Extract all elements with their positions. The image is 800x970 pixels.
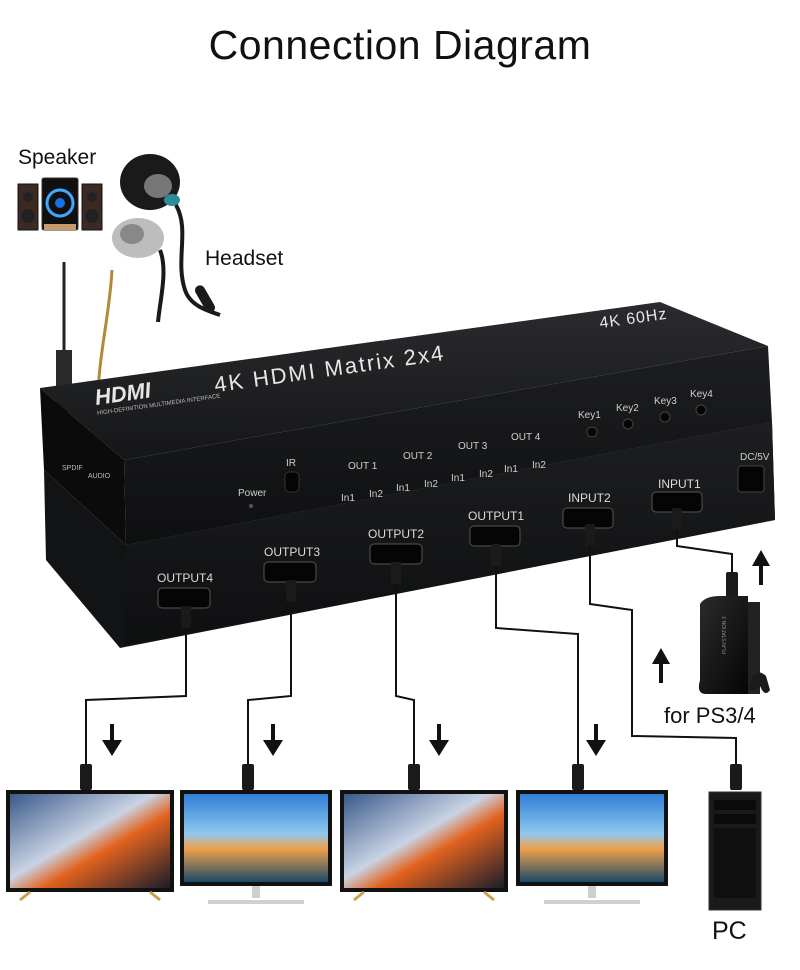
key1-button[interactable] <box>586 426 598 438</box>
arrow-down-icon <box>586 724 606 756</box>
headset-label: Headset <box>205 247 284 270</box>
key4-button[interactable] <box>695 404 707 416</box>
port-output3[interactable] <box>263 561 317 583</box>
power-label: Power <box>238 488 267 499</box>
port-input1-label: INPUT1 <box>658 477 701 491</box>
key3-button[interactable] <box>659 411 671 423</box>
port-input2-label: INPUT2 <box>568 491 611 505</box>
out1-in2: In2 <box>369 489 383 500</box>
out4-in2: In2 <box>532 460 546 471</box>
port-output4-label: OUTPUT4 <box>157 571 213 585</box>
arrow-down-icon <box>429 724 449 756</box>
port-output4[interactable] <box>157 587 211 609</box>
port-output2-label: OUTPUT2 <box>368 527 424 541</box>
dc-label: DC/5V <box>740 452 770 463</box>
playstation-console-icon: PLAYSTATION 3 <box>698 596 770 694</box>
page-title: Connection Diagram <box>208 22 592 68</box>
pc-tower-icon <box>708 791 762 911</box>
port-output1-label: OUTPUT1 <box>468 509 524 523</box>
port-output1[interactable] <box>469 525 521 547</box>
key1-label: Key1 <box>578 410 601 421</box>
dc-jack <box>737 465 765 493</box>
cable-input2 <box>589 532 737 766</box>
audio-cable <box>96 269 114 393</box>
front-controls: Power IR OUT 1 In1 In2 OUT 2 In1 In2 OUT… <box>62 389 770 508</box>
port-output3-label: OUTPUT3 <box>264 545 320 559</box>
out3-label: OUT 3 <box>458 441 488 452</box>
out4-in1: In1 <box>504 464 518 475</box>
cable-output1 <box>495 552 579 766</box>
port-output2[interactable] <box>369 543 423 565</box>
audio-label: AUDIO <box>88 473 111 480</box>
monitor-4 <box>516 790 668 904</box>
monitor-2 <box>180 790 332 904</box>
speaker-label: Speaker <box>18 146 97 169</box>
arrow-down-icon <box>102 724 122 756</box>
out2-in2: In2 <box>424 479 438 490</box>
pc-label: PC <box>712 917 747 945</box>
cable-output4 <box>85 614 187 766</box>
out4-label: OUT 4 <box>511 432 541 443</box>
speaker-icon <box>17 177 103 231</box>
cable-output3 <box>247 588 292 766</box>
cable-output2 <box>395 570 415 766</box>
signal-arrows <box>102 550 770 756</box>
key2-button[interactable] <box>622 418 634 430</box>
arrow-up-icon <box>752 550 770 585</box>
cable-input1 <box>676 516 733 574</box>
ps-label: for PS3/4 <box>664 703 756 728</box>
ir-sensor <box>284 471 300 493</box>
monitor-3 <box>340 790 508 902</box>
monitor-1 <box>6 790 174 902</box>
ir-label: IR <box>286 458 296 469</box>
arrow-down-icon <box>263 724 283 756</box>
key4-label: Key4 <box>690 389 713 400</box>
out1-in1: In1 <box>341 493 355 504</box>
power-led <box>249 504 253 508</box>
out3-in2: In2 <box>479 469 493 480</box>
spdif-label: SPDIF <box>62 465 83 472</box>
hdmi-cables <box>85 516 737 766</box>
hdmi-ports: OUTPUT4 OUTPUT3 OUTPUT2 OUTPUT1 INPUT2 I… <box>157 477 703 609</box>
key2-label: Key2 <box>616 403 639 414</box>
arrow-up-icon <box>652 648 670 683</box>
hdmi-matrix-device <box>40 302 775 648</box>
out2-label: OUT 2 <box>403 451 433 462</box>
out1-label: OUT 1 <box>348 461 378 472</box>
console-text: PLAYSTATION 3 <box>722 616 728 654</box>
headset-icon <box>112 154 221 323</box>
hdmi-connectors <box>80 508 742 790</box>
key3-label: Key3 <box>654 396 677 407</box>
out2-in1: In1 <box>396 483 410 494</box>
out3-in1: In1 <box>451 473 465 484</box>
